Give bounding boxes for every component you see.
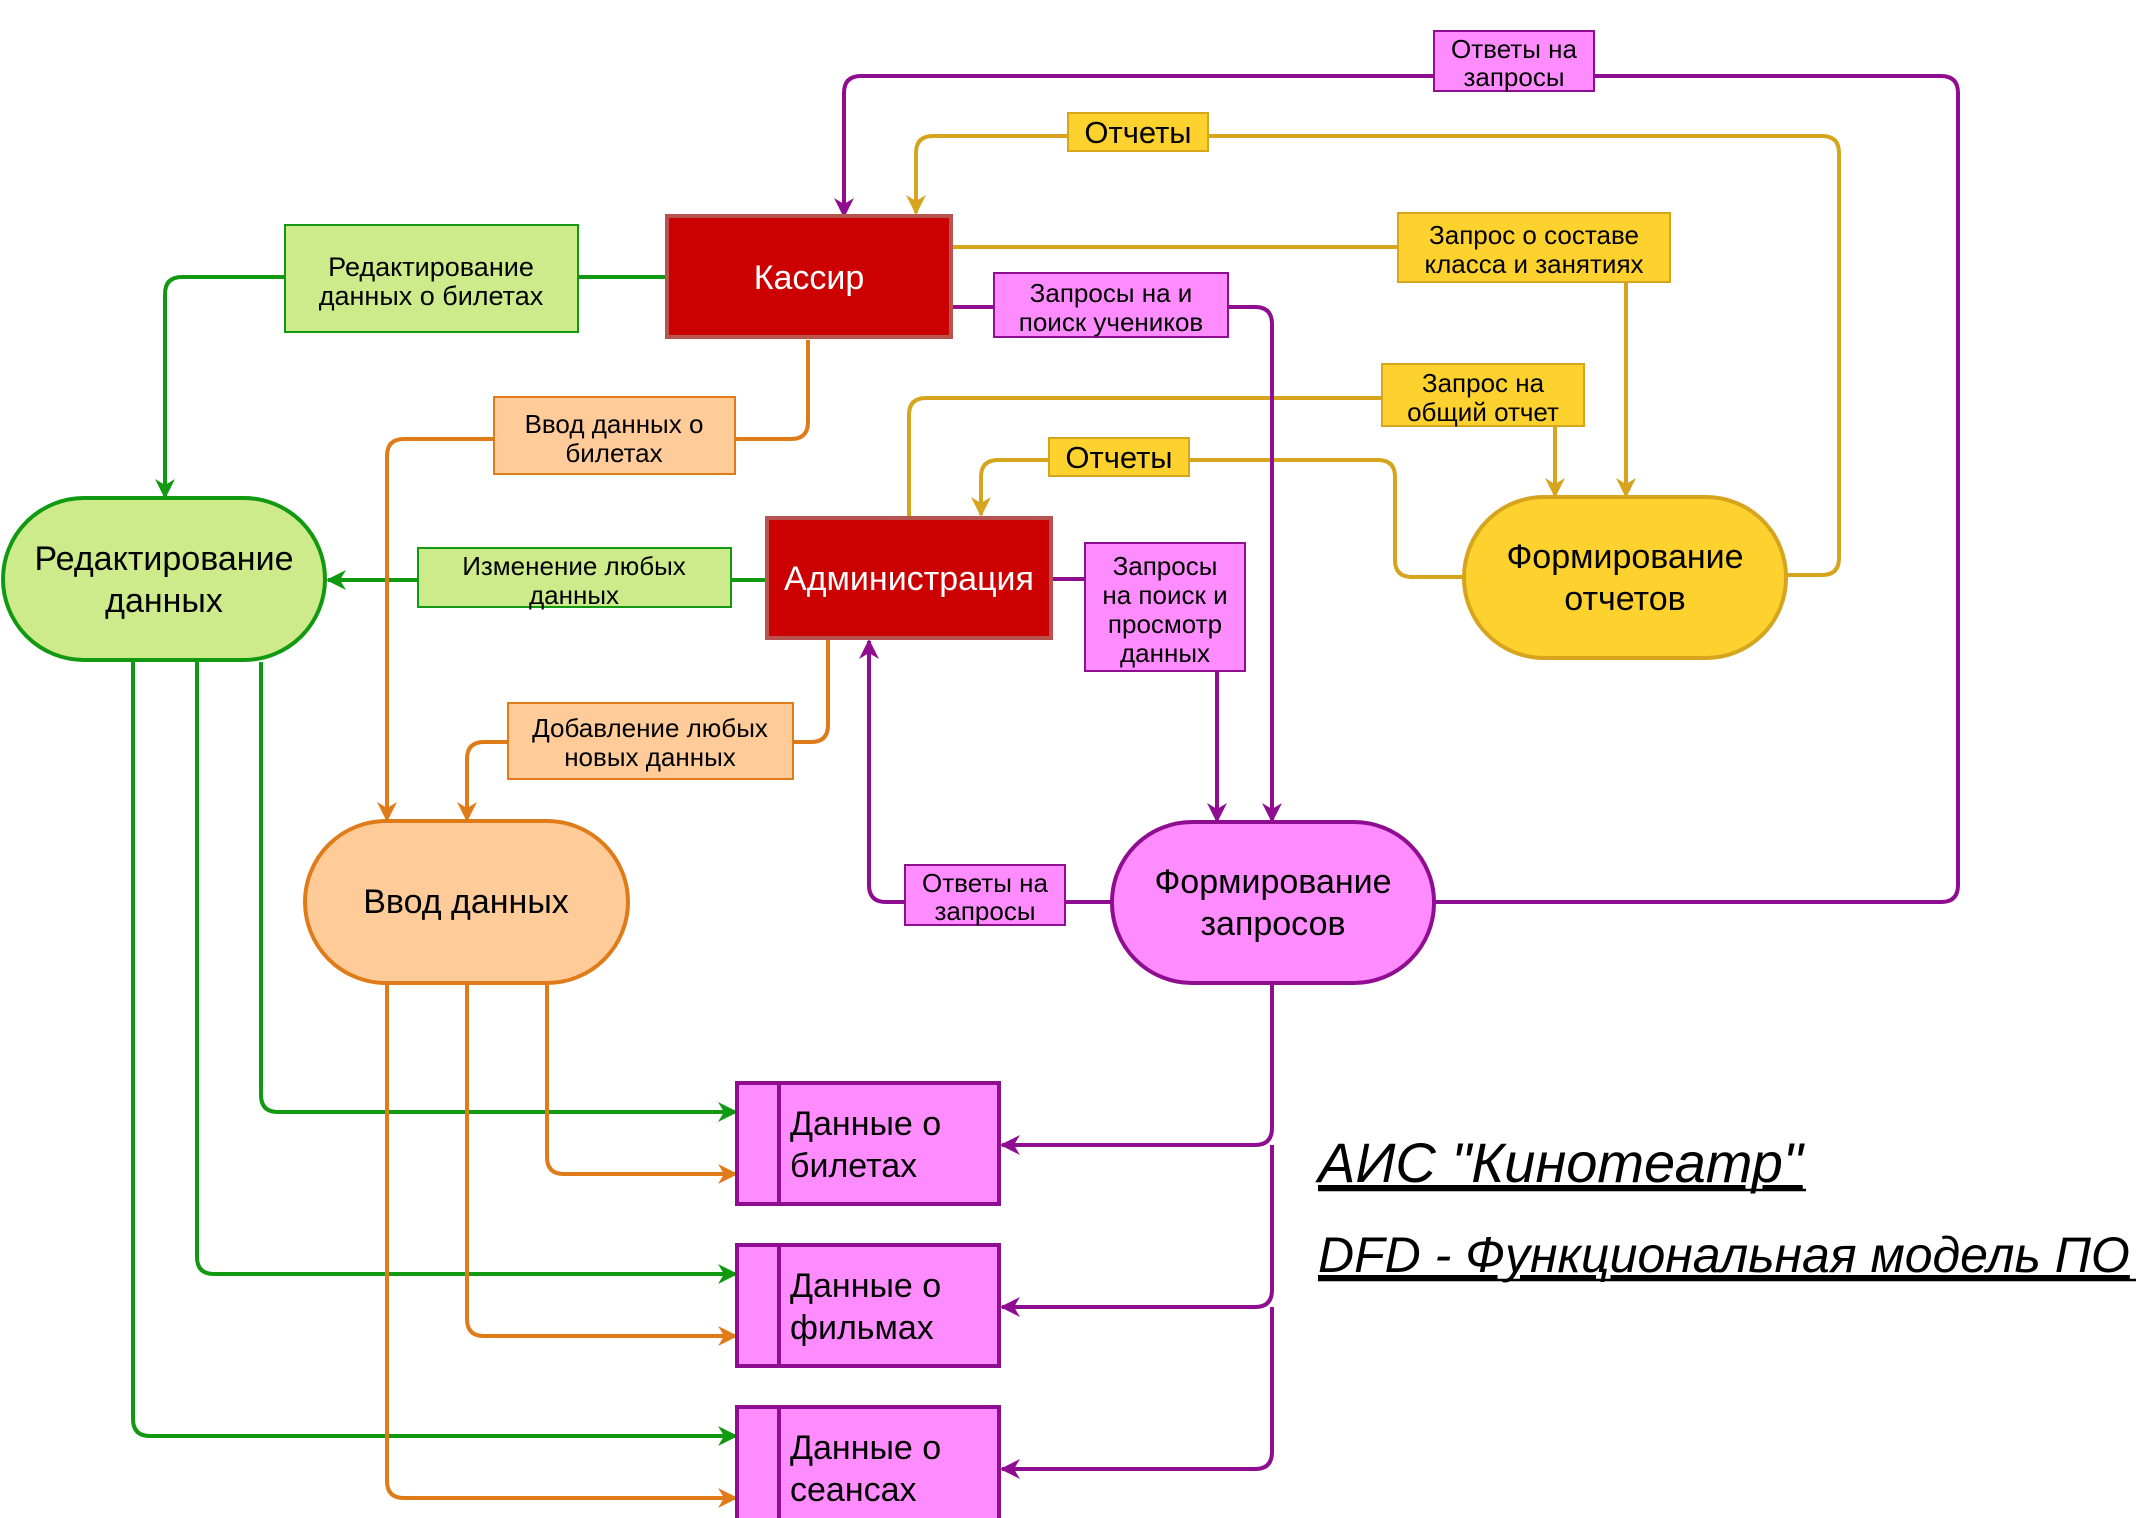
flow-queries-to-films-line [1000,1145,1274,1317]
flow-edit-to-tickets-line [259,662,738,1122]
flow-input-to-films-line [465,985,738,1346]
flow-answers-top-line [834,74,1960,904]
svg-text:Ввод данных: Ввод данных [363,883,569,921]
title-main: АИС "Кинотеатр" [1315,1131,1805,1194]
flow-input-to-tickets-line [545,985,738,1184]
svg-text:Администрация: Администрация [784,560,1034,598]
flow-answers-bottom-line [859,639,1114,904]
flow-queries-to-sessions-line [1000,1307,1274,1479]
flow-student-query-line [951,305,1282,823]
flow-reports-mid-line [971,458,1464,579]
flow-general-report-line [907,396,1565,518]
flow-queries-to-tickets-line [1000,985,1274,1155]
flow-label-reports-top: Отчеты [1067,112,1209,152]
flow-reports-top-line [906,134,1841,577]
flow-edit-tickets-line [155,275,667,499]
flow-input-to-sessions-line [385,985,738,1508]
svg-text:Кассир: Кассир [754,259,865,297]
flow-edit-to-sessions-line [131,662,738,1446]
entity-admin[interactable]: Администрация [765,516,1053,640]
diagram-title: АИС "Кинотеатр" DFD - Функциональная мод… [1315,1131,2136,1283]
entity-cashier[interactable]: Кассир [665,214,953,339]
svg-text:Отчеты: Отчеты [1065,440,1172,475]
flow-label-reports-mid: Отчеты [1048,437,1190,477]
flow-edit-to-films-line [195,662,738,1284]
process-input-data[interactable]: Ввод данных [303,819,630,985]
svg-text:Отчеты: Отчеты [1084,115,1191,150]
title-sub: DFD - Функциональная модель ПО [1318,1227,2130,1283]
